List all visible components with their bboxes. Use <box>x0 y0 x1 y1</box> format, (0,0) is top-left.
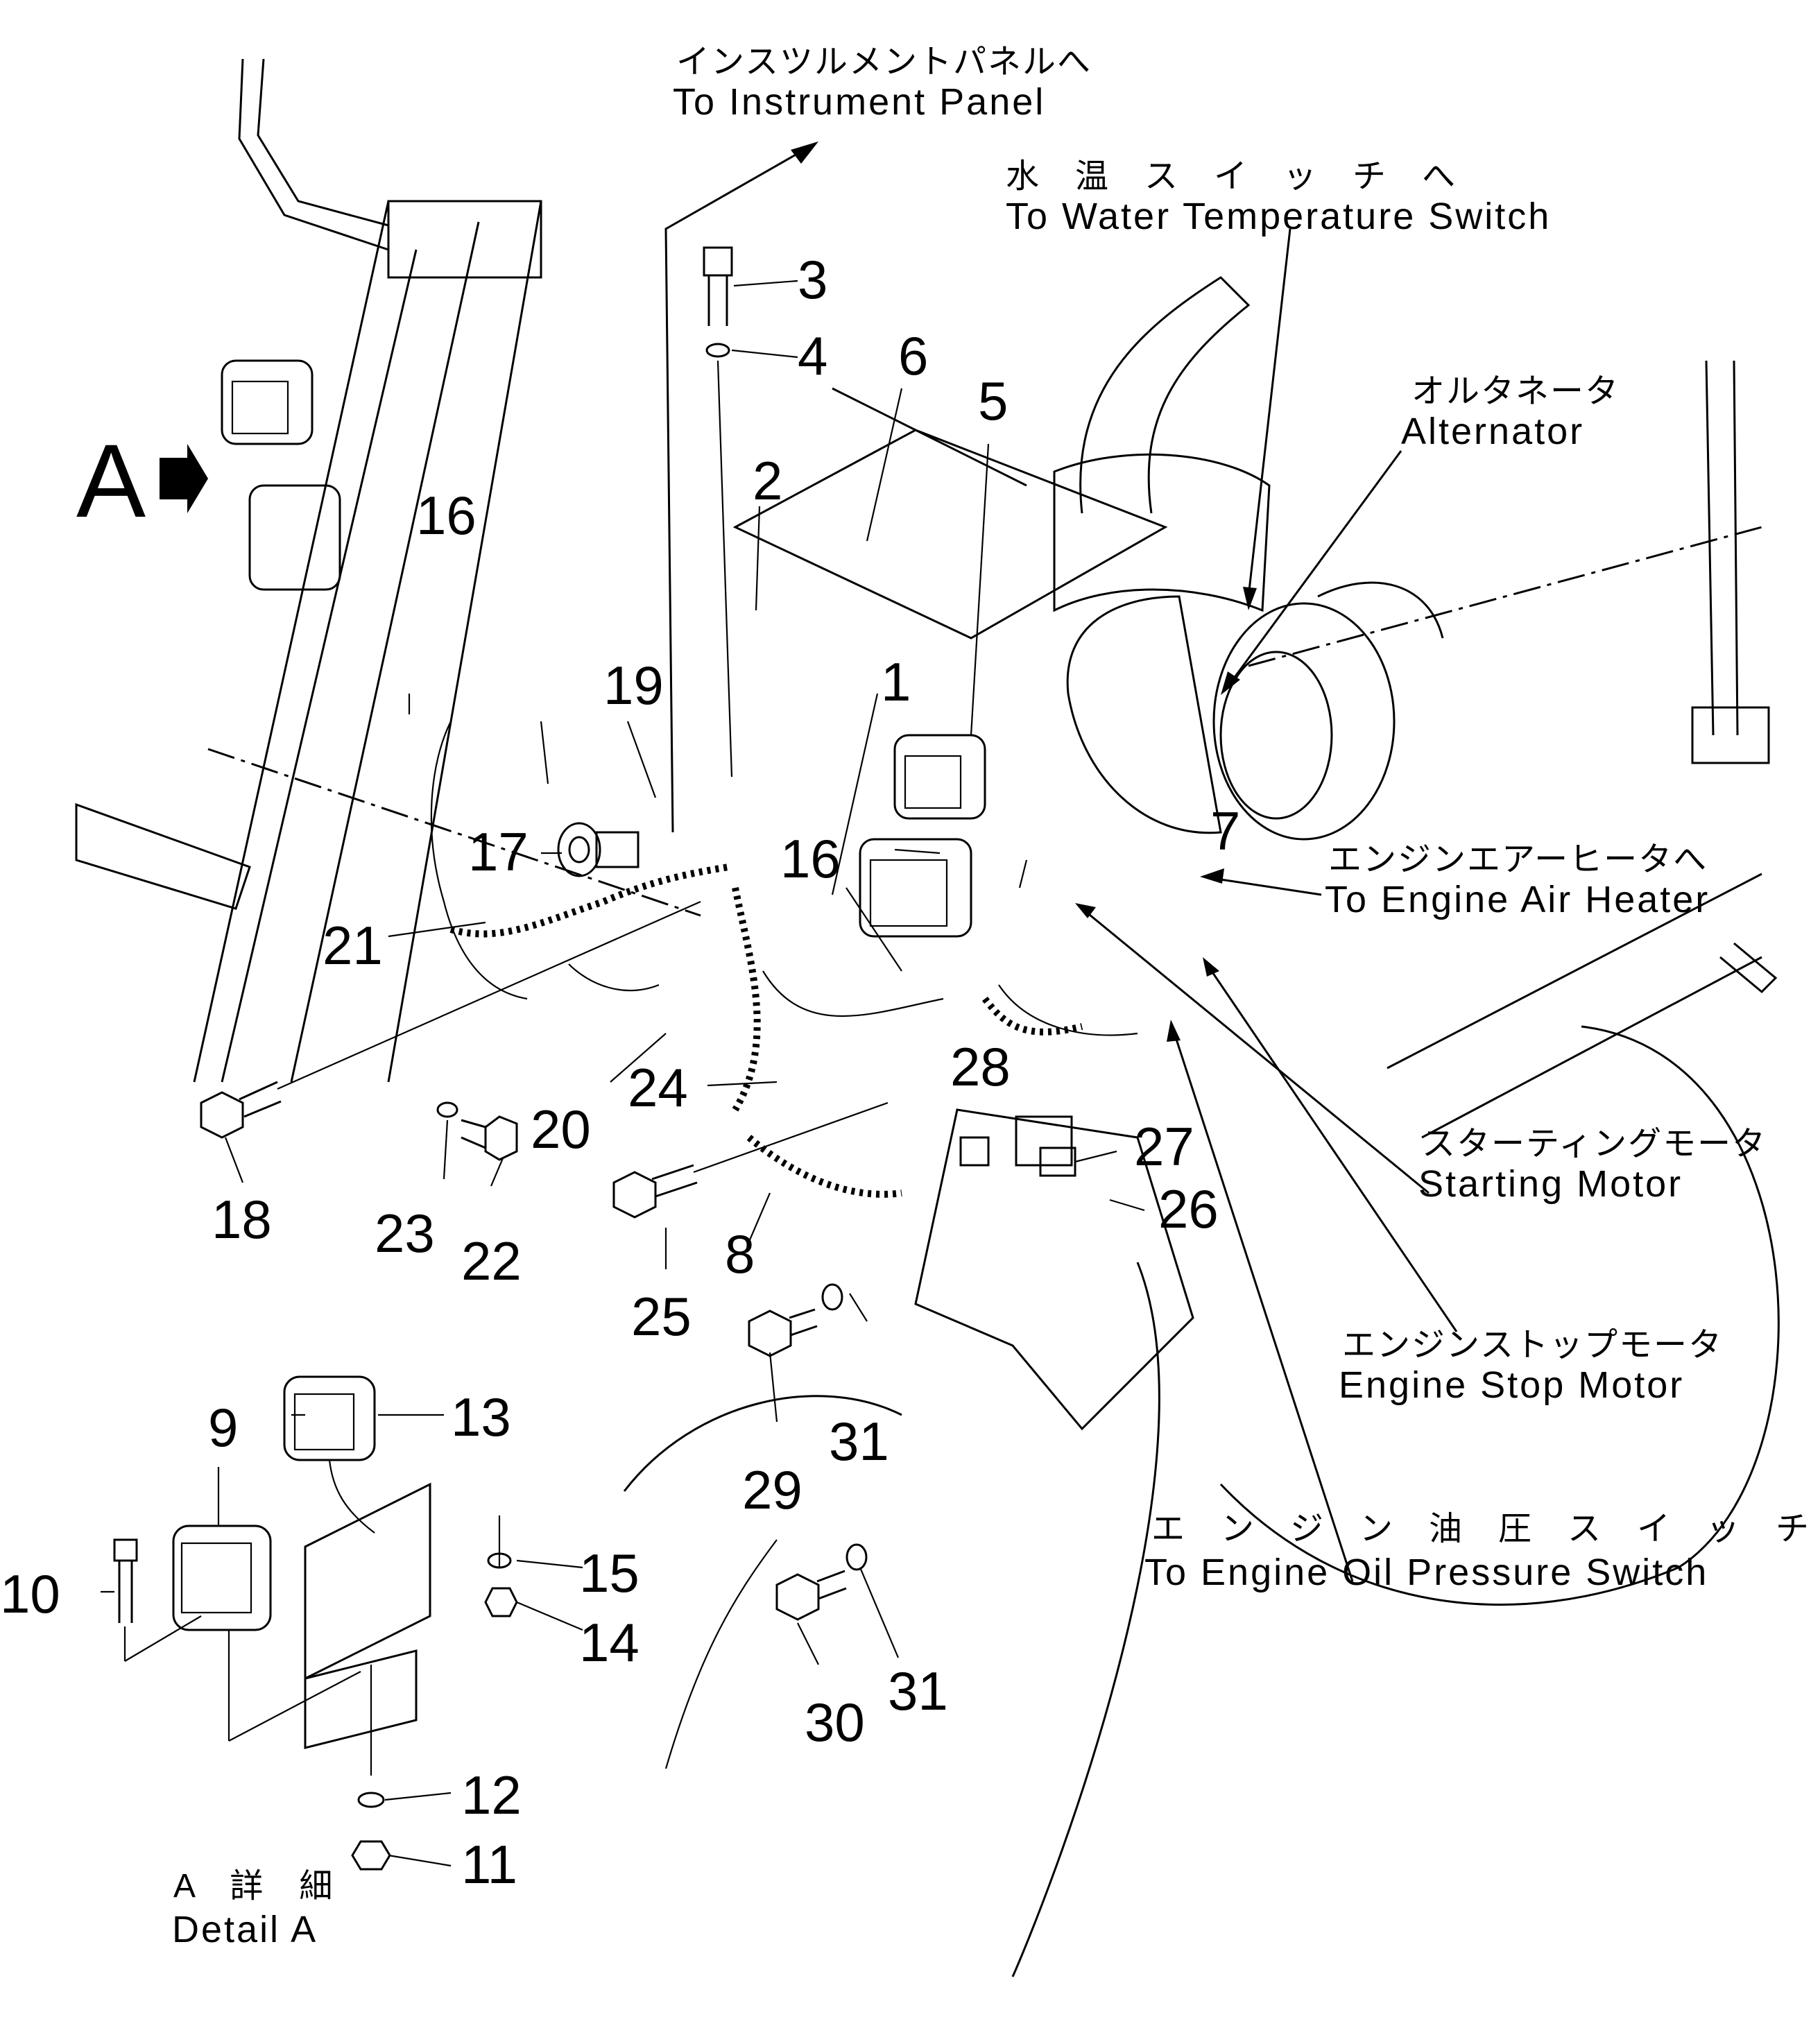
callout-26: 26 <box>1158 1178 1219 1239</box>
detail-a-view <box>113 1375 518 1871</box>
callout-25: 25 <box>631 1286 692 1347</box>
callout-8: 8 <box>725 1223 755 1285</box>
wiring-harness <box>430 721 1138 1198</box>
callout-16a: 16 <box>416 485 477 546</box>
callout-18: 18 <box>212 1189 272 1250</box>
callout-28: 28 <box>950 1036 1011 1097</box>
engine-block <box>732 276 1778 1139</box>
bolt-29-washer-31 <box>748 1283 843 1357</box>
callout-23: 23 <box>375 1203 435 1264</box>
callout-3: 3 <box>798 249 827 310</box>
callout-22: 22 <box>461 1230 522 1291</box>
relays-27-28 <box>959 1115 1076 1177</box>
bolt-3 <box>703 246 798 326</box>
callout-14: 14 <box>579 1612 640 1673</box>
detail-a-marker: A <box>76 422 146 539</box>
label-starting-motor-jp: スターティングモータ <box>1422 1126 1767 1162</box>
label-instrument-panel-jp: インスツルメントパネルへ <box>676 44 1092 80</box>
callout-20: 20 <box>531 1099 591 1160</box>
callout-29: 29 <box>742 1459 802 1520</box>
label-oil-pressure-jp: エ ン ジ ン 油 圧 ス イ ッ チ へ <box>1151 1511 1811 1547</box>
callout-17: 17 <box>468 821 529 882</box>
callout-10: 10 <box>0 1563 60 1624</box>
callout-11: 11 <box>461 1834 517 1895</box>
callout-16b: 16 <box>780 828 841 889</box>
callout-2: 2 <box>753 450 782 511</box>
callout-19: 19 <box>603 655 664 716</box>
label-water-temp-en: To Water Temperature Switch <box>1006 196 1551 237</box>
callout-30: 30 <box>805 1692 865 1753</box>
bolt-30-washer-31 <box>775 1543 868 1621</box>
horn-17 <box>557 822 640 877</box>
callout-31a: 31 <box>829 1411 889 1472</box>
callout-31b: 31 <box>888 1660 948 1721</box>
callout-7: 7 <box>1210 800 1240 861</box>
label-instrument-panel-en: To Instrument Panel <box>673 81 1045 123</box>
bolt-22-washer-23 <box>436 1101 518 1161</box>
callout-4: 4 <box>798 325 827 386</box>
callout-9: 9 <box>208 1397 238 1458</box>
callout-1: 1 <box>881 651 911 712</box>
callout-24: 24 <box>628 1057 688 1118</box>
callout-5: 5 <box>978 370 1008 431</box>
callout-6: 6 <box>898 325 928 386</box>
wheel-guard <box>623 1025 1780 1977</box>
washer-4 <box>705 343 798 778</box>
work-lamp-main <box>859 734 986 938</box>
label-detail-a-en: Detail A <box>172 1909 318 1950</box>
callout-leaders <box>101 388 1145 1867</box>
label-alternator-jp: オルタネータ <box>1411 373 1620 410</box>
label-stop-motor-jp: エンジンストップモータ <box>1342 1327 1723 1364</box>
label-detail-a-jp: A 詳 細 <box>173 1868 334 1905</box>
leader-arrows <box>160 141 1458 1582</box>
label-starting-motor-en: Starting Motor <box>1418 1163 1683 1205</box>
label-air-heater-jp: エンジンエアーヒータへ <box>1328 841 1708 878</box>
label-stop-motor-en: Engine Stop Motor <box>1339 1364 1684 1406</box>
head-lamp-left <box>221 359 341 591</box>
callout-15: 15 <box>579 1543 640 1604</box>
bolt-18 <box>200 900 701 1139</box>
mast-frame <box>75 58 701 1083</box>
label-air-heater-en: To Engine Air Heater <box>1325 879 1710 920</box>
label-oil-pressure-en: To Engine Oil Pressure Switch <box>1144 1552 1708 1593</box>
callout-12: 12 <box>461 1764 522 1826</box>
callout-21: 21 <box>323 915 383 976</box>
label-alternator-en: Alternator <box>1401 411 1584 452</box>
bolt-25 <box>612 1101 889 1219</box>
label-water-temp-jp: 水 温 ス イ ッ チ へ <box>1006 158 1457 195</box>
callout-13: 13 <box>451 1386 511 1448</box>
callout-27: 27 <box>1134 1116 1194 1177</box>
